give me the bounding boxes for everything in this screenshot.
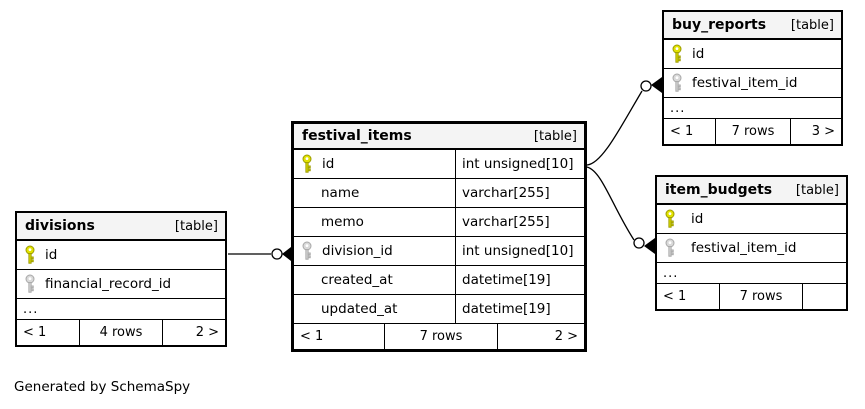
table-divisions[interactable]: divisions [table] id financial_record_id… <box>15 211 227 347</box>
column-name: festival_item_id <box>692 75 798 91</box>
table-header: buy_reports [table] <box>664 12 841 40</box>
pager-row-count: 7 rows <box>385 324 498 349</box>
column-row: festival_item_id <box>664 69 841 98</box>
table-festival-items[interactable]: festival_items [table] id int unsigned[1… <box>291 121 587 352</box>
table-item-budgets[interactable]: item_budgets [table] id festival_item_id… <box>655 175 848 311</box>
pager-next[interactable]: 2 > <box>554 329 578 344</box>
table-buy-reports[interactable]: buy_reports [table] id festival_item_id … <box>662 10 843 146</box>
foreign-key-icon <box>665 238 675 257</box>
column-type: varchar[255] <box>455 179 584 207</box>
pager-prev[interactable]: < 1 <box>17 320 80 345</box>
column-row: name varchar[255] <box>294 179 584 208</box>
pager-row-count: 7 rows <box>720 284 803 309</box>
table-pager: < 1 4 rows 2 > <box>17 320 225 345</box>
foreign-key-icon <box>25 274 35 293</box>
foreign-key-icon <box>302 241 312 260</box>
pager-next[interactable]: 2 > <box>195 325 219 340</box>
primary-key-icon <box>665 209 675 228</box>
column-row: division_id int unsigned[10] <box>294 237 584 266</box>
column-name: id <box>692 46 705 62</box>
column-type: datetime[19] <box>455 266 584 294</box>
table-header: item_budgets [table] <box>657 177 846 205</box>
connector-divisions-festival-items <box>228 247 291 261</box>
column-row: id <box>657 205 846 234</box>
hidden-columns-ellipsis: ... <box>657 263 846 284</box>
connector-arrowhead <box>282 247 291 261</box>
connector-circle <box>271 248 283 260</box>
column-name: updated_at <box>321 301 398 317</box>
column-name: memo <box>321 214 364 230</box>
table-badge: [table] <box>174 218 218 234</box>
primary-key-icon <box>672 44 682 63</box>
connector-arrowhead <box>644 238 655 254</box>
pager-next[interactable]: 3 > <box>811 124 835 139</box>
column-row: financial_record_id <box>17 270 225 299</box>
hidden-columns-ellipsis: ... <box>664 98 841 119</box>
connector-circle <box>633 237 645 249</box>
pager-prev[interactable]: < 1 <box>294 324 385 349</box>
column-name: financial_record_id <box>45 276 172 292</box>
column-name: name <box>321 185 360 201</box>
table-title: festival_items <box>302 128 412 144</box>
foreign-key-icon <box>672 73 682 92</box>
pager-prev[interactable]: < 1 <box>657 284 720 309</box>
generator-note: Generated by SchemaSpy <box>14 379 191 395</box>
pager-row-count: 7 rows <box>716 119 791 144</box>
hidden-columns-ellipsis: ... <box>17 299 225 320</box>
column-name: created_at <box>321 272 393 288</box>
primary-key-icon <box>25 245 35 264</box>
column-type: datetime[19] <box>455 295 584 323</box>
column-row: festival_item_id <box>657 234 846 263</box>
pager-prev[interactable]: < 1 <box>664 119 716 144</box>
table-pager: < 1 7 rows 2 > <box>294 324 584 349</box>
connector-festival-items-buy-reports <box>586 77 662 166</box>
column-row: id <box>664 40 841 69</box>
column-row: created_at datetime[19] <box>294 266 584 295</box>
table-title: item_budgets <box>665 182 773 198</box>
column-name: id <box>691 211 704 227</box>
column-row: id int unsigned[10] <box>294 150 584 179</box>
column-name: id <box>322 156 335 172</box>
column-name: division_id <box>322 243 393 259</box>
connector-circle <box>640 80 652 92</box>
table-badge: [table] <box>795 182 839 198</box>
table-pager: < 1 7 rows <box>657 284 846 309</box>
table-title: buy_reports <box>672 17 767 33</box>
table-badge: [table] <box>790 17 834 33</box>
column-row: memo varchar[255] <box>294 208 584 237</box>
column-type: int unsigned[10] <box>455 150 584 178</box>
pager-row-count: 4 rows <box>80 320 163 345</box>
column-row: updated_at datetime[19] <box>294 295 584 324</box>
table-title: divisions <box>25 218 95 234</box>
column-name: festival_item_id <box>691 240 797 256</box>
pager-next[interactable] <box>803 284 846 309</box>
column-type: varchar[255] <box>455 208 584 236</box>
primary-key-icon <box>302 154 312 173</box>
connector-arrowhead <box>651 77 662 93</box>
connector-festival-items-item-budgets <box>586 166 655 254</box>
table-header: divisions [table] <box>17 213 225 241</box>
column-row: id <box>17 241 225 270</box>
table-pager: < 1 7 rows 3 > <box>664 119 841 144</box>
table-badge: [table] <box>533 128 577 144</box>
column-type: int unsigned[10] <box>455 237 584 265</box>
table-header: festival_items [table] <box>294 124 584 150</box>
column-name: id <box>45 247 58 263</box>
